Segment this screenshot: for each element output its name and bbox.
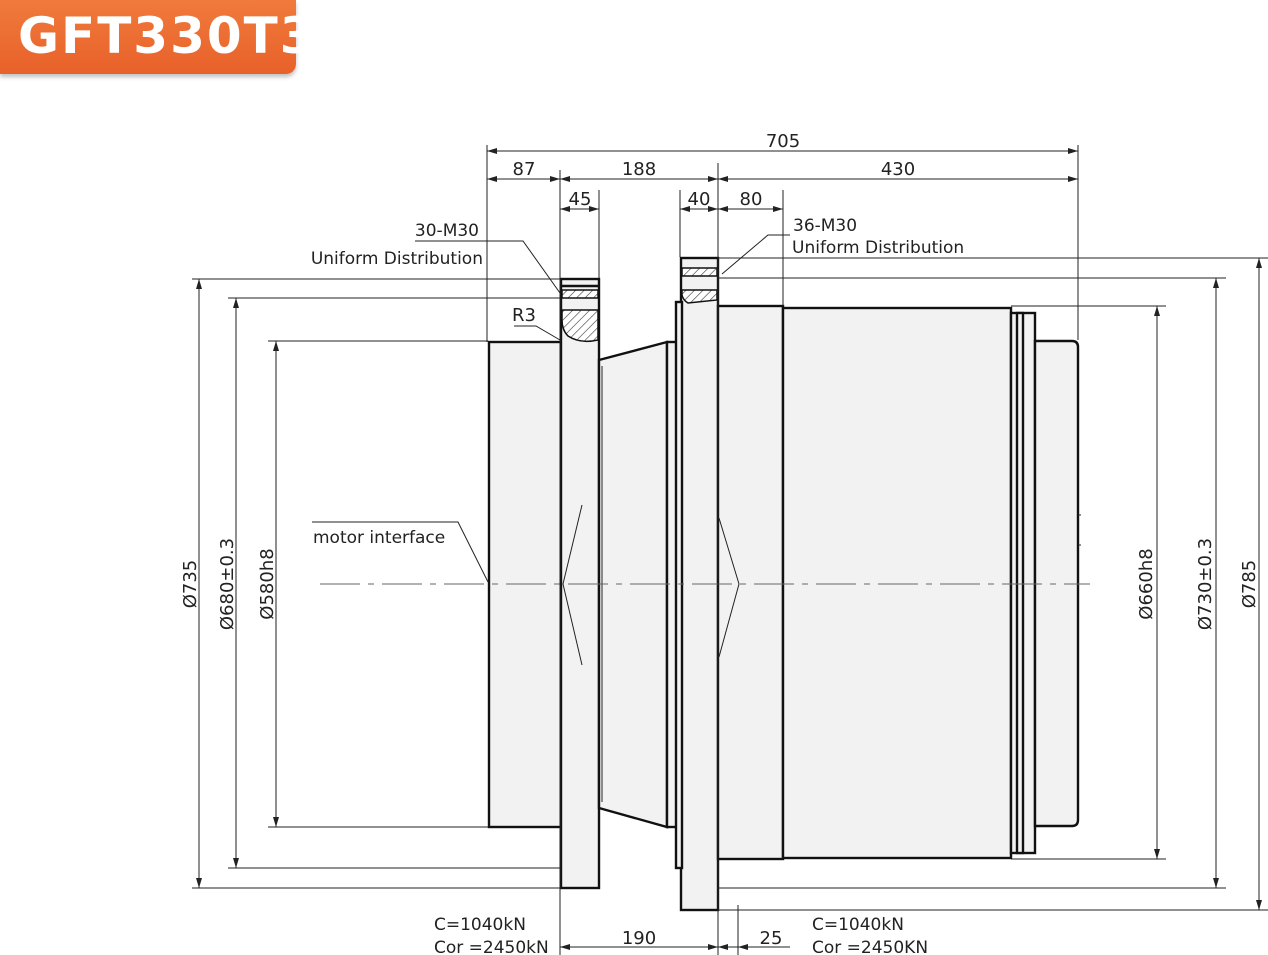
left-load-c: C=1040kN bbox=[434, 915, 526, 935]
hub bbox=[716, 304, 785, 861]
dim-dia-785: Ø785 bbox=[1239, 560, 1260, 609]
dim-dia-735: Ø735 bbox=[180, 560, 201, 609]
left-hatch-section bbox=[561, 309, 599, 343]
dim-25: 25 bbox=[760, 928, 783, 949]
dim-dia-580: Ø580h8 bbox=[257, 548, 278, 619]
left-load-cor: Cor =2450kN bbox=[434, 938, 549, 955]
dim-40: 40 bbox=[688, 189, 711, 210]
dim-190: 190 bbox=[622, 928, 656, 949]
right-bolt-label: 36-M30 bbox=[793, 216, 857, 236]
horizontal-dimensions bbox=[487, 148, 1078, 950]
dim-dia-660: Ø660h8 bbox=[1136, 548, 1157, 619]
dim-dia-680: Ø680±0.3 bbox=[217, 538, 238, 630]
right-bolt-note: Uniform Distribution bbox=[792, 238, 964, 258]
main-drum bbox=[781, 306, 1013, 860]
right-load-c: C=1040kN bbox=[812, 915, 904, 935]
motor-interface-label: motor interface bbox=[313, 528, 445, 548]
dim-45: 45 bbox=[569, 189, 592, 210]
extension-lines bbox=[192, 145, 1268, 955]
model-title: GFT330T3 bbox=[18, 7, 317, 65]
right-bolt-section bbox=[681, 267, 718, 277]
dim-188: 188 bbox=[622, 159, 656, 180]
dim-overall: 705 bbox=[766, 131, 800, 152]
model-badge: GFT330T3 bbox=[0, 0, 315, 74]
motor-interface-block bbox=[487, 340, 563, 829]
left-bolt-section bbox=[561, 289, 599, 299]
left-bolt-note: Uniform Distribution bbox=[311, 249, 483, 269]
right-load-cor: Cor =2450KN bbox=[812, 938, 928, 955]
dim-80: 80 bbox=[740, 189, 763, 210]
left-bolt-label: 30-M30 bbox=[415, 221, 479, 241]
dim-dia-730: Ø730±0.3 bbox=[1195, 538, 1216, 630]
vertical-dimensions bbox=[196, 258, 1262, 910]
end-cap bbox=[1033, 339, 1080, 828]
dim-radius: R3 bbox=[512, 305, 536, 326]
dim-87: 87 bbox=[513, 159, 536, 180]
dim-430: 430 bbox=[881, 159, 915, 180]
leader-lines bbox=[312, 234, 790, 583]
